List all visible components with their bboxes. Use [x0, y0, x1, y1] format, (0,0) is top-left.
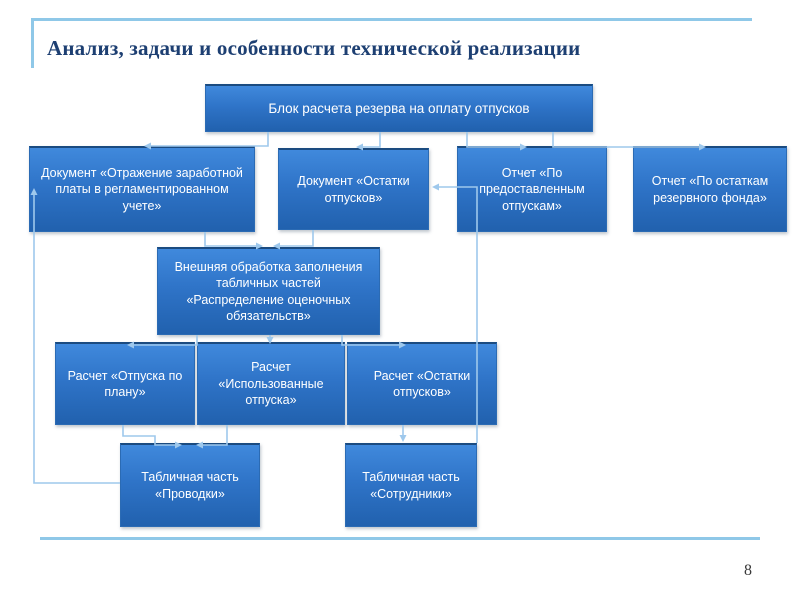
footer-rule	[40, 537, 760, 540]
title-underline-rule	[33, 18, 752, 21]
node-calc-used: Расчет «Использованные отпуска»	[197, 342, 345, 425]
node-reserve-block: Блок расчета резерва на оплату отпусков	[205, 84, 593, 132]
node-doc-leave-balance: Документ «Остатки отпусков»	[278, 148, 429, 230]
node-label: Документ «Остатки отпусков»	[297, 174, 410, 205]
node-external-processing: Внешняя обработка заполнения табличных ч…	[157, 247, 380, 335]
connector-table-postings-to-doc-salary	[30, 188, 120, 484]
node-label: Табличная часть «Сотрудники»	[362, 470, 460, 501]
node-label: Расчет «Использованные отпуска»	[218, 360, 324, 408]
node-table-employees: Табличная часть «Сотрудники»	[345, 443, 477, 527]
node-label: Табличная часть «Проводки»	[141, 470, 239, 501]
node-calc-planned: Расчет «Отпуска по плану»	[55, 342, 195, 425]
node-label: Расчет «Остатки отпусков»	[373, 368, 471, 400]
node-report-reserve-fund: Отчет «По остаткам резервного фонда»	[633, 146, 787, 232]
node-label: Блок расчета резерва на оплату отпусков	[268, 100, 530, 116]
node-label: Отчет «По остаткам резервного фонда»	[651, 174, 769, 205]
node-label: Внешняя обработка заполнения табличных ч…	[174, 259, 363, 324]
title-left-rule	[31, 18, 34, 68]
node-report-granted: Отчет «По предоставленным отпускам»	[457, 146, 607, 232]
node-calc-balance: Расчет «Остатки отпусков»	[347, 342, 497, 425]
node-label: Отчет «По предоставленным отпускам»	[479, 165, 585, 213]
node-label: Документ «Отражение заработной платы в р…	[41, 165, 243, 213]
slide-title: Анализ, задачи и особенности технической…	[47, 36, 581, 60]
page-number: 8	[744, 562, 752, 579]
node-table-postings: Табличная часть «Проводки»	[120, 443, 260, 527]
node-doc-salary: Документ «Отражение заработной платы в р…	[29, 146, 255, 232]
node-label: Расчет «Отпуска по плану»	[67, 368, 183, 400]
connector-calc-balance-to-table-employees	[399, 425, 407, 442]
